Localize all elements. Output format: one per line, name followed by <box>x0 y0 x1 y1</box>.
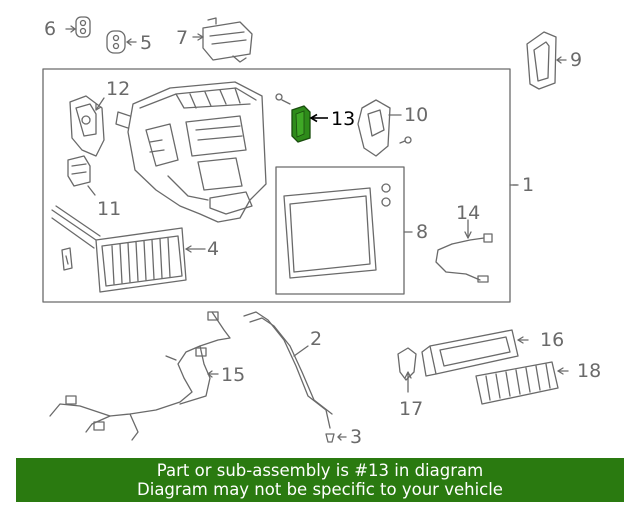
part-7-control-module <box>192 17 253 63</box>
parts-diagram <box>42 16 569 443</box>
callout-12: 12 <box>106 78 131 100</box>
part-12-actuator <box>69 95 105 157</box>
part-3-clip <box>325 433 347 443</box>
hvac-housing <box>115 81 267 223</box>
callout-15: 15 <box>221 364 246 386</box>
callout-16: 16 <box>540 329 565 351</box>
part-6-bracket <box>65 16 91 38</box>
callout-5: 5 <box>140 32 153 54</box>
part-10-duct <box>357 99 412 157</box>
callout-8: 8 <box>416 221 429 243</box>
part-14-harness <box>435 219 493 283</box>
part-13-screw <box>275 93 291 105</box>
callout-13[interactable]: 13 <box>331 108 356 130</box>
banner-line-2: Diagram may not be specific to your vehi… <box>137 480 503 499</box>
callout-9: 9 <box>570 49 583 71</box>
callout-14: 14 <box>456 202 481 224</box>
part-9-grille <box>526 31 567 90</box>
part-5-bracket <box>106 30 137 54</box>
part-18-filter <box>475 361 569 405</box>
callout-10: 10 <box>404 104 429 126</box>
banner-line-1: Part or sub-assembly is #13 in diagram <box>156 461 484 480</box>
callout-2: 2 <box>310 328 323 350</box>
part-13-highlighted[interactable] <box>291 105 328 143</box>
callout-1: 1 <box>522 174 535 196</box>
evaporator-box <box>275 166 405 295</box>
callout-18: 18 <box>577 360 602 382</box>
callout-17: 17 <box>399 398 424 420</box>
part-2-tube <box>243 311 333 429</box>
info-banner: Part or sub-assembly is #13 in diagram D… <box>16 458 624 502</box>
part-16-filter-housing <box>421 329 529 377</box>
part-4-heater-core <box>51 205 206 293</box>
callout-4: 4 <box>207 238 220 260</box>
part-17-bracket <box>397 347 417 393</box>
callout-11: 11 <box>97 198 122 220</box>
part-15-wiring-harness <box>49 311 231 441</box>
part-11-actuator <box>67 155 96 196</box>
callout-3: 3 <box>350 426 363 448</box>
callout-6: 6 <box>44 18 57 40</box>
callout-7: 7 <box>176 27 189 49</box>
part-8-evaporator <box>283 183 391 279</box>
